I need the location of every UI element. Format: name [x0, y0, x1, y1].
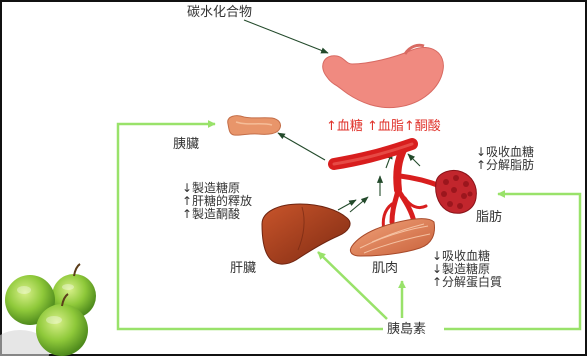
blood-vessel-image [334, 144, 440, 230]
fat-label: 脂肪 [476, 211, 502, 224]
pancreas-image [228, 116, 281, 136]
arrow-vessel-to-pancreas [278, 133, 325, 160]
liver-label: 肝臟 [230, 262, 256, 275]
liver-effects-list: ↓製造糖原 ↑肝糖的釋放 ↑製造酮酸 [182, 182, 252, 221]
liver-effect-item: ↑製造酮酸 [182, 208, 252, 221]
fat-effect-item: ↑分解脂肪 [476, 159, 534, 172]
carbohydrate-label: 碳水化合物 [187, 6, 252, 19]
arrow-vessel-to-fat [408, 154, 420, 166]
muscle-effects-list: ↓吸收血糖 ↓製造糖原 ↑分解蛋白質 [432, 250, 502, 289]
blood-effect-label: ↑血糖 ↑血脂↑酮酸 [326, 120, 441, 133]
fat-effects-list: ↓吸收血糖 ↑分解脂肪 [476, 146, 534, 172]
arrow-carbs-to-stomach [244, 20, 328, 53]
apples-image [0, 264, 96, 356]
insulin-label: 胰島素 [385, 323, 428, 336]
muscle-label: 肌肉 [372, 262, 398, 275]
stomach-image [323, 45, 444, 107]
muscle-effect-item: ↑分解蛋白質 [432, 276, 502, 289]
muscle-image [350, 219, 434, 256]
fat-tissue-image [436, 170, 477, 213]
liver-image [262, 204, 350, 264]
pancreas-label: 胰臟 [173, 138, 199, 151]
arrow-liver-to-vessel [338, 200, 356, 210]
arrow-liver-to-vessel-2 [350, 197, 368, 212]
